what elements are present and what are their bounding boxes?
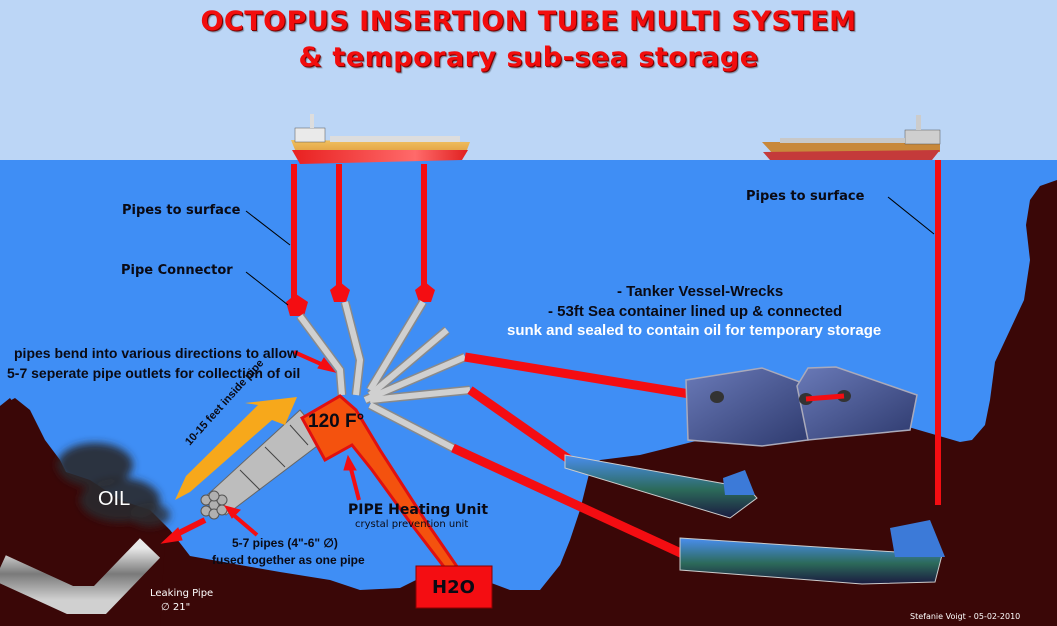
title-line-2: & temporary sub-sea storage [298,42,759,73]
label-pipes-to-surface-left: Pipes to surface [122,203,241,218]
feet-inside-pipe-arrow [175,397,297,500]
label-leaking-pipe: Leaking Pipe [150,588,214,599]
label-pipes-bend-2: 5-7 seperate pipe outlets for collection… [7,365,301,381]
label-oil: OIL [98,488,131,510]
title-line-1: OCTOPUS INSERTION TUBE MULTI SYSTEM [200,6,857,37]
label-heating-unit: PIPE Heating Unit [348,502,489,518]
credit-text: Stefanie Voigt - 05-02-2010 [910,612,1021,621]
oil-cloud [57,443,170,527]
leader-lines [245,196,935,306]
tanker-wreck-upper [564,454,758,519]
label-pipes-bend-1: pipes bend into various directions to al… [14,345,298,361]
seabed-bottom [0,398,720,626]
sky [0,0,1057,160]
gray-pipes-inner [297,300,471,451]
label-leaking-pipe-diameter: ∅ 21" [161,602,191,613]
surface-tanker-left [291,114,470,164]
leaking-pipe [0,538,161,614]
sea-container-2 [796,366,918,441]
storage-pipes [451,352,715,560]
label-fused-pipes-1: 5-7 pipes (4"-6" ∅) [232,536,338,550]
label-temperature: 120 F° [308,411,365,432]
label-fused-pipes-2: fused together as one pipe [212,553,365,567]
fused-pipe-bundle [200,409,326,520]
label-storage-2: - 53ft Sea container lined up & connecte… [548,303,843,320]
pointer-arrows [160,350,361,544]
label-storage-3: sunk and sealed to contain oil for tempo… [507,322,882,339]
surface-tanker-right [762,115,941,160]
tanker-wreck-lower [679,520,945,585]
h2o-box[interactable] [415,565,493,609]
pipe-connectors [286,282,435,316]
vertical-pipes [291,160,941,505]
label-pipe-connector: Pipe Connector [121,263,233,278]
label-storage-1: - Tanker Vessel-Wrecks [617,283,784,300]
sea-container-1 [685,367,809,447]
seabed-right [690,180,1057,626]
label-heating-unit-sub: crystal prevention unit [355,519,469,530]
label-pipes-to-surface-right: Pipes to surface [746,189,865,204]
label-h2o: H2O [432,577,475,598]
